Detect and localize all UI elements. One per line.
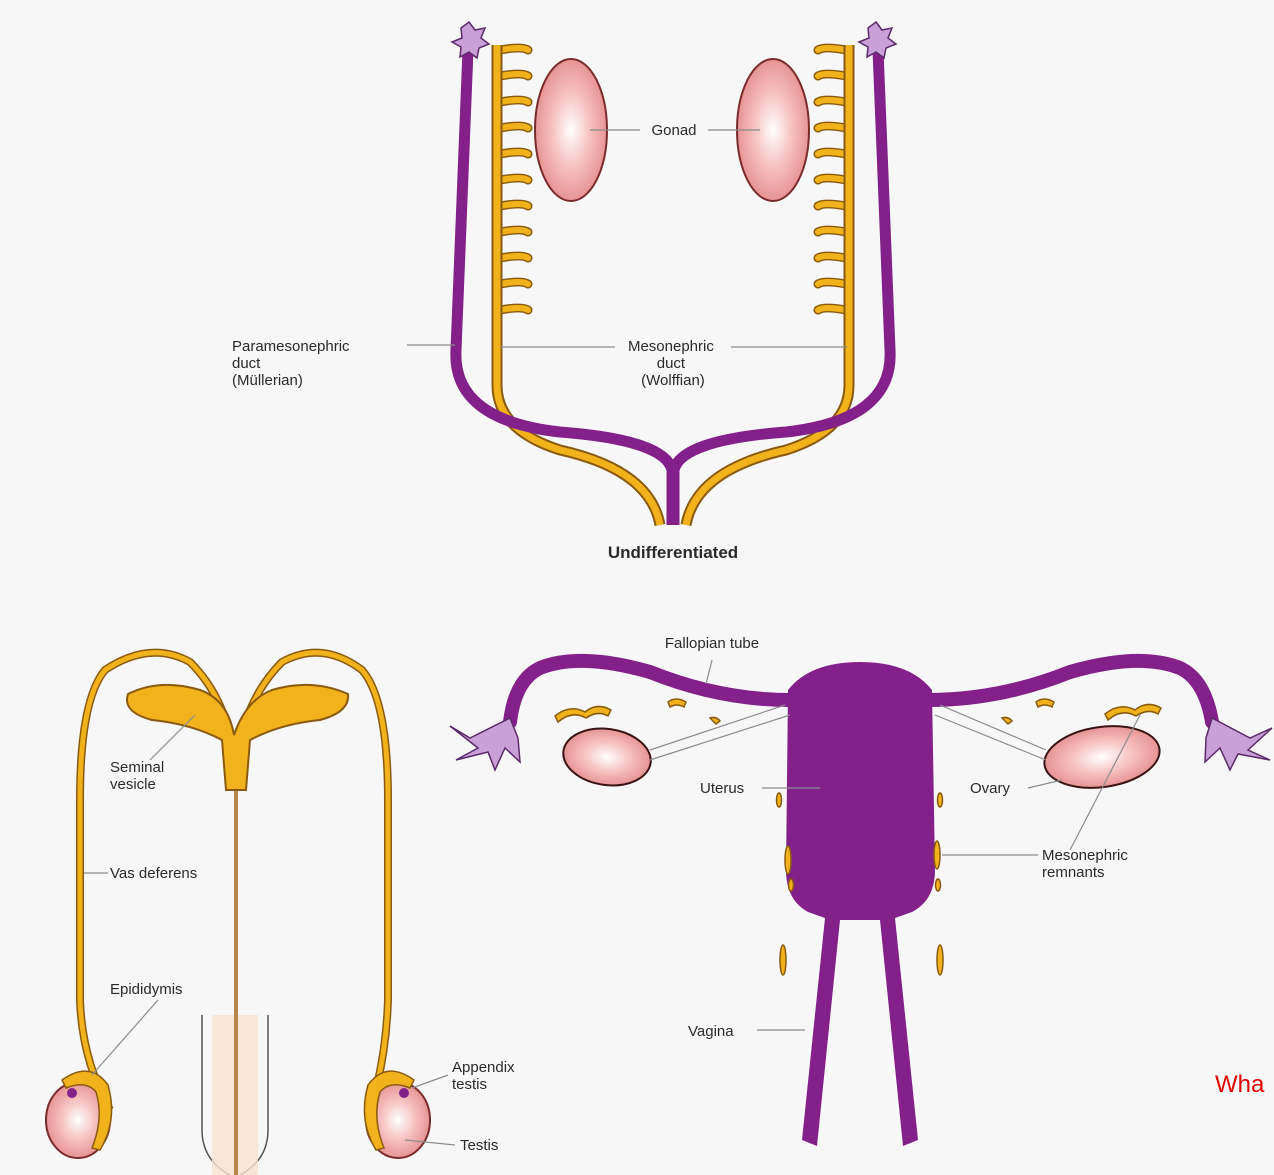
right-epididymis: [363, 1070, 415, 1151]
left-fimbria-star: [450, 20, 491, 60]
left-paramesonephric-duct: [450, 49, 678, 525]
left-epididymis: [61, 1070, 113, 1151]
right-paramesonephric-duct: [668, 49, 896, 525]
paramesonephric-label: Paramesonephric duct (Müllerian): [232, 338, 354, 389]
left-fallopian-tube: [503, 653, 797, 729]
gonad-label: Gonad: [651, 122, 696, 139]
ovary-label: Ovary: [970, 780, 1011, 797]
undifferentiated-title: Undifferentiated: [608, 543, 738, 562]
seminal-vesicle-label: Seminal vesicle: [110, 759, 168, 793]
testis-label: Testis: [460, 1137, 498, 1154]
uterus: [786, 662, 935, 1146]
cutoff-caption: Wha: [1215, 1071, 1265, 1098]
mesonephric-remnant-fragments: [554, 698, 1162, 976]
fallopian-tube-label: Fallopian tube: [665, 635, 759, 652]
right-fimbria-star: [857, 20, 898, 60]
female-group: Fallopian tube Uterus Ovary Mesonephric …: [449, 635, 1273, 1146]
epididymis-label: Epididymis: [110, 981, 183, 998]
left-fimbriae: [449, 716, 521, 772]
appendix-testis-label: Appendix testis: [452, 1059, 519, 1093]
mesonephric-label: Mesonephric duct (Wolffian): [628, 338, 718, 389]
left-ovary: [562, 727, 652, 787]
mesonephric-remnants-label: Mesonephric remnants: [1042, 847, 1132, 881]
right-fimbriae: [1204, 716, 1273, 772]
right-fallopian-tube: [921, 653, 1219, 729]
vas-deferens-label: Vas deferens: [110, 865, 197, 882]
vagina-label: Vagina: [688, 1023, 734, 1040]
undifferentiated-group: Gonad Paramesonephric duct (Müllerian) M…: [232, 20, 898, 562]
seminal-vesicles: [126, 683, 350, 791]
uterus-label: Uterus: [700, 780, 744, 797]
male-group: Seminal vesicle Vas deferens Epididymis …: [45, 648, 519, 1175]
right-ovary: [1043, 725, 1161, 789]
